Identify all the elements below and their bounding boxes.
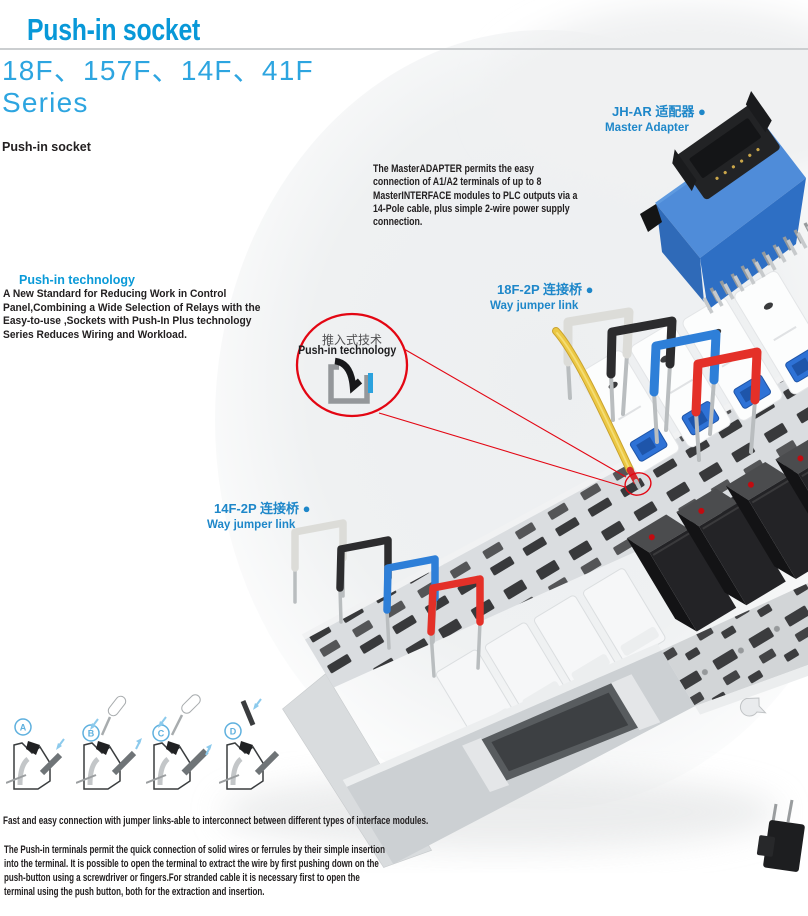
adapter-latch: [640, 204, 662, 232]
master-adapter-note: The MasterADAPTER permits the easy conne…: [373, 163, 577, 229]
direction-arrows: [56, 738, 65, 750]
screwdriver-drawing: [170, 694, 201, 736]
jumper-black: [336, 536, 392, 592]
instruction-step-c: C: [146, 694, 212, 790]
step-letter-badge: [14, 718, 32, 736]
far-terminal-strip: [301, 329, 808, 688]
title-divider: [0, 48, 808, 50]
callout-line-lower: [378, 412, 626, 488]
push-in-callout: [295, 312, 652, 496]
footer-lead-line: Fast and easy connection with jumper lin…: [3, 815, 429, 827]
callout-text-zh: 推入式技术: [321, 333, 382, 347]
callout-line-upper: [403, 348, 627, 478]
callout-target-circle: [624, 472, 652, 496]
note-line: 14-Pole cable, plus simple 2-wire power …: [373, 202, 570, 215]
series-line1: 18F、157F、14F、41F: [2, 55, 314, 86]
step-letter: B: [88, 729, 95, 739]
jumper-links-14f: [291, 519, 484, 678]
direction-arrows: [158, 716, 212, 756]
label-jumper-14f: 14F-2P 连接桥 ● Way jumper link: [207, 498, 310, 531]
label-line-en: Master Adapter: [605, 120, 689, 134]
terminal-drawing: [219, 741, 280, 790]
note-line: Series Reduces Wiring and Workload.: [3, 328, 187, 341]
step-letter: D: [230, 727, 237, 737]
callout-text-en: Push-in technology: [298, 345, 397, 357]
label-line-en: Way jumper link: [490, 298, 579, 312]
jumper-white: [291, 519, 347, 572]
label-line-cn: JH-AR 适配器 ●: [612, 104, 706, 119]
loose-terminal-part: [756, 799, 805, 872]
jumper-links-18f: [563, 307, 762, 462]
label-line-en: Way jumper link: [207, 517, 296, 531]
jumper-red: [427, 575, 484, 636]
note-line: connection.: [373, 216, 423, 229]
tech-note-body: A New Standard for Reducing Work in Cont…: [3, 288, 260, 342]
terminal-drawing: [76, 741, 137, 790]
note-line: MasterINTERFACE modules to PLC outputs v…: [373, 189, 578, 202]
callout-circle: [295, 312, 409, 418]
page-title: Push-in socket: [27, 12, 201, 47]
footer-paragraph: The Push-in terminals permit the quick c…: [4, 843, 385, 899]
note-line: A New Standard for Reducing Work in Cont…: [3, 288, 227, 300]
note-line: The Push-in terminals permit the quick c…: [4, 844, 386, 856]
section-subheading: Push-in socket: [2, 140, 91, 154]
front-face: [342, 643, 695, 865]
yellow-wire: [552, 327, 641, 489]
step-letter-badge: [224, 722, 242, 740]
instruction-step-d: D: [219, 698, 280, 790]
solid-wire: [240, 700, 256, 726]
series-line2: Series: [2, 87, 89, 118]
instruction-step-b: B: [76, 695, 142, 790]
tech-note-heading: Push-in technology: [19, 273, 135, 287]
label-jumper-18f: 18F-2P 连接桥 ● Way jumper link: [490, 279, 593, 312]
note-line: push-button using a screwdriver or finge…: [4, 872, 360, 885]
jumper-red: [691, 347, 762, 417]
instruction-step-a: A: [6, 718, 65, 790]
step-letter-badge: [82, 724, 100, 742]
socket-rail-assembly: [282, 268, 808, 868]
note-line: connection of A1/A2 terminals of up to 8: [373, 176, 542, 189]
label-line-cn: 18F-2P 连接桥 ●: [497, 282, 594, 297]
idc-connector: [672, 90, 780, 200]
screwdriver-drawing: [100, 695, 127, 736]
note-line: Easy-to-use ,Sockets with Push-In Plus t…: [3, 315, 252, 327]
label-master-adapter: JH-AR 适配器 ● Master Adapter: [605, 101, 706, 134]
wire-ferrule: [626, 466, 640, 485]
note-line: into the terminal. It is possible to ope…: [4, 858, 379, 871]
note-line: terminal using the push button, both for…: [4, 886, 265, 899]
step-letter: A: [20, 723, 27, 733]
jumper-blue: [383, 555, 439, 614]
direction-arrows: [253, 698, 262, 710]
direction-arrows: [90, 718, 142, 750]
terminal-drawing: [146, 741, 209, 790]
master-adapter-module: [640, 90, 808, 315]
terminal-drawing: [6, 741, 63, 790]
near-terminal-strip: [661, 499, 808, 715]
label-line-cn: 14F-2P 连接桥 ●: [214, 501, 311, 516]
note-line: Panel,Combining a Wide Selection of Rela…: [3, 301, 261, 314]
step-letter: C: [158, 729, 165, 739]
push-in-technology-icon: [328, 357, 373, 404]
note-line: The MasterADAPTER permits the easy: [373, 163, 534, 175]
